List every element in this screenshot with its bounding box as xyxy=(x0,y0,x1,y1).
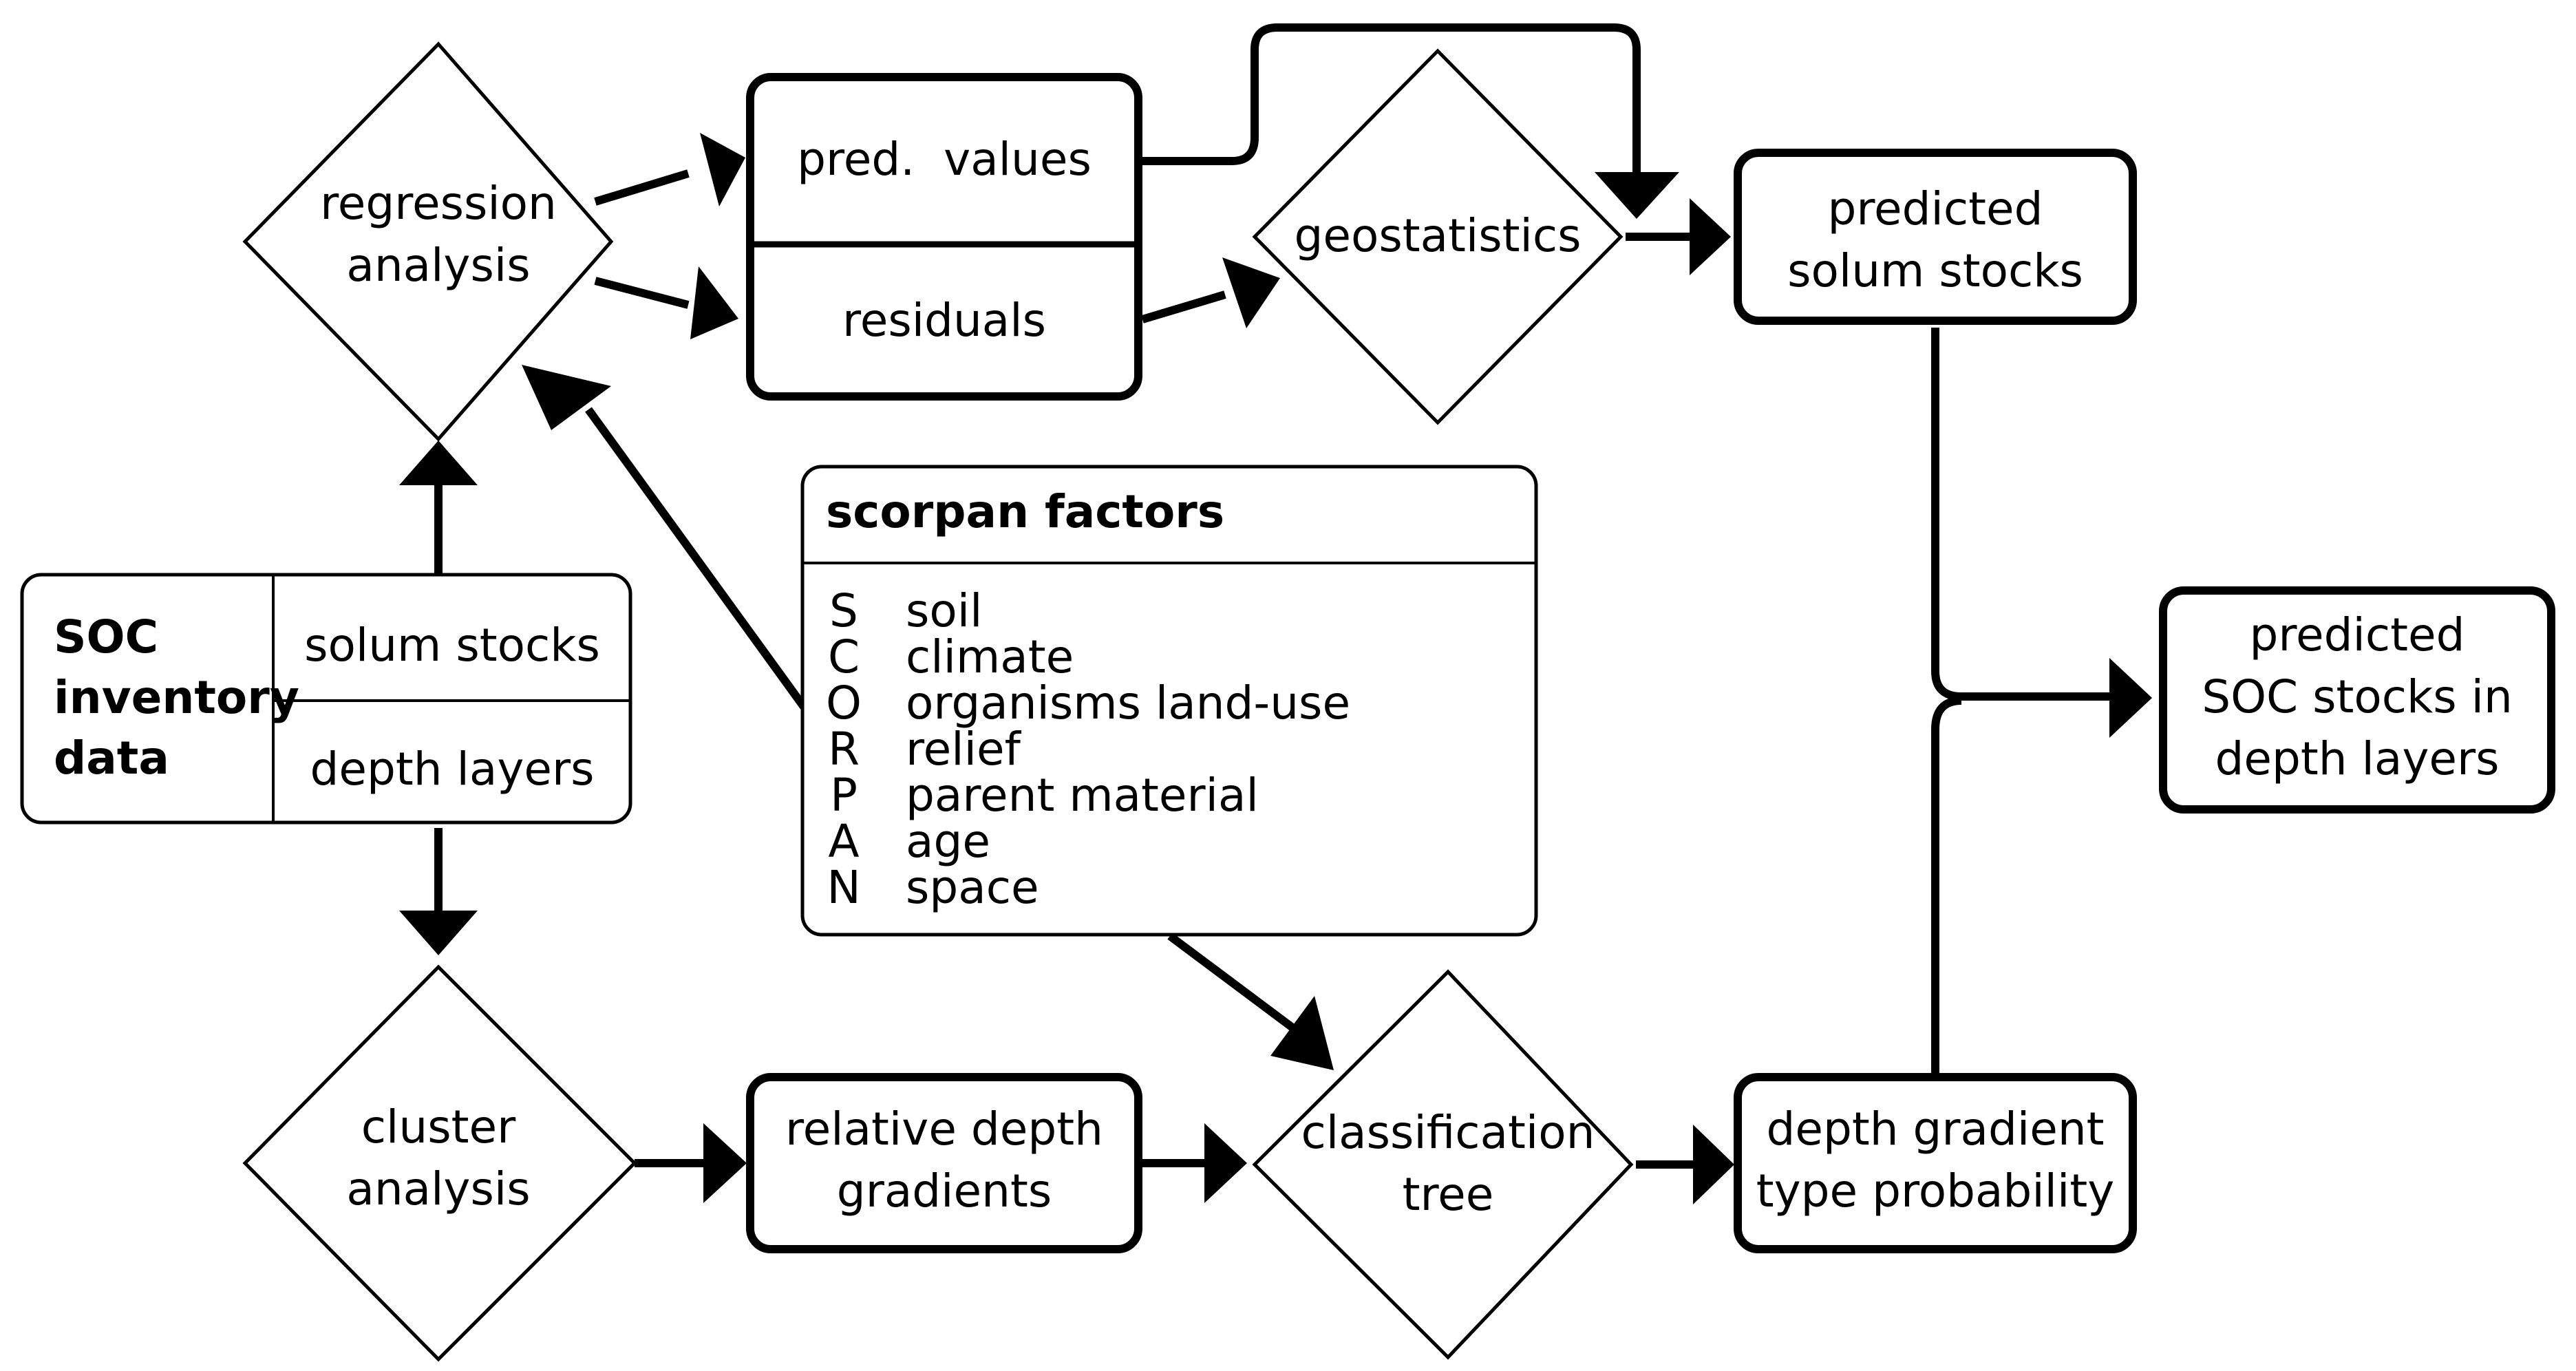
pred-residuals-node: pred. values residuals xyxy=(746,73,1142,401)
edge-pred-values-to-predicted-solum xyxy=(1142,23,1641,176)
arrowhead-scorpan-to-classification xyxy=(1270,996,1334,1070)
soc-inventory-title-line-2: inventory xyxy=(54,671,299,724)
arrowhead-pred-values-to-predicted-solum xyxy=(1595,172,1679,219)
classification-line-2: tree xyxy=(1403,1168,1494,1221)
predicted-soc-node: predicted SOC stocks in depth layers xyxy=(2159,586,2555,814)
classification-tree-node: classification tree xyxy=(1252,969,1634,1360)
geostatistics-label: geostatistics xyxy=(1294,209,1581,262)
relative-depth-gradients-node: relative depth gradients xyxy=(746,1073,1142,1253)
arrowhead-residuals-to-geostatistics xyxy=(1222,257,1280,328)
arrowhead-classification-to-depth-gradient xyxy=(1693,1125,1734,1204)
scorpan-letter-p: P xyxy=(830,769,858,822)
depth-gradient-line-2: type probability xyxy=(1756,1165,2115,1218)
soc-inventory-node: SOC inventory data solum stocks depth la… xyxy=(20,573,632,825)
edge-regression-to-residuals xyxy=(594,277,690,309)
predicted-solum-node: predicted solum stocks xyxy=(1734,149,2137,325)
arrowhead-cluster-to-relative-depth xyxy=(703,1123,747,1203)
edge-predicted-solum-to-predicted-soc xyxy=(1931,328,2109,701)
soc-inventory-title-line-1: SOC xyxy=(54,610,158,663)
scorpan-factor-climate: climate xyxy=(906,630,1074,683)
regression-line-2: analysis xyxy=(346,239,530,292)
edge-depth-gradient-to-predicted-soc xyxy=(1931,697,1962,1076)
edge-scorpan-to-classification xyxy=(1167,933,1303,1037)
predicted-soc-line-2: SOC stocks in xyxy=(2202,670,2513,723)
scorpan-list: S soil C climate O organisms land-use R … xyxy=(826,584,1350,914)
arrowhead-relative-depth-to-classification xyxy=(1204,1123,1247,1203)
predicted-soc-line-3: depth layers xyxy=(2215,732,2499,785)
arrowhead-scorpan-to-regression xyxy=(522,365,611,430)
scorpan-letter-s: S xyxy=(829,584,858,637)
arrowhead-geostatistics-to-predicted-solum xyxy=(1690,198,1731,275)
regression-line-1: regression xyxy=(320,177,557,230)
scorpan-factor-parent-material: parent material xyxy=(906,769,1259,822)
scorpan-factor-soil: soil xyxy=(906,584,982,637)
scorpan-letter-a: A xyxy=(828,815,859,868)
regression-analysis-node: regression analysis xyxy=(242,41,614,442)
predicted-soc-line-1: predicted xyxy=(2249,608,2465,661)
scorpan-factors-node: scorpan factors S soil C climate O organ… xyxy=(800,465,1538,937)
soc-inventory-title-line-3: data xyxy=(54,732,169,785)
cluster-line-2: analysis xyxy=(346,1162,530,1215)
relative-depth-line-1: relative depth xyxy=(785,1103,1103,1156)
soc-inventory-row-depth-layers: depth layers xyxy=(310,743,594,796)
cluster-line-1: cluster xyxy=(361,1101,516,1154)
predicted-solum-line-2: solum stocks xyxy=(1787,244,2083,297)
geostatistics-node: geostatistics xyxy=(1252,48,1624,425)
scorpan-letter-r: R xyxy=(828,723,860,776)
scorpan-letter-n: N xyxy=(827,861,860,914)
scorpan-factor-relief: relief xyxy=(906,723,1022,776)
arrowhead-regression-to-residuals xyxy=(690,266,738,339)
scorpan-letter-c: C xyxy=(828,630,860,683)
arrowhead-regression-to-pred-values xyxy=(700,133,745,206)
edges xyxy=(399,23,2152,1204)
scorpan-title: scorpan factors xyxy=(826,485,1224,538)
edge-scorpan-to-regression xyxy=(585,407,807,710)
depth-gradient-node: depth gradient type probability xyxy=(1734,1073,2137,1253)
scorpan-factor-age: age xyxy=(906,815,990,868)
arrowhead-soc-to-regression xyxy=(399,440,478,485)
residuals-label: residuals xyxy=(842,294,1046,347)
arrowhead-to-predicted-soc xyxy=(2109,658,2152,738)
cluster-analysis-node: cluster analysis xyxy=(242,964,637,1362)
soc-inventory-row-solum-stocks: solum stocks xyxy=(304,619,600,672)
scorpan-factor-organisms: organisms land-use xyxy=(906,677,1350,730)
pred-values-label: pred. values xyxy=(797,133,1092,186)
arrowhead-soc-to-cluster xyxy=(399,911,478,955)
relative-depth-line-2: gradients xyxy=(837,1165,1052,1218)
scorpan-factor-space: space xyxy=(906,861,1039,914)
edge-residuals-to-geostatistics xyxy=(1141,290,1226,323)
depth-gradient-line-1: depth gradient xyxy=(1766,1103,2104,1156)
edge-regression-to-pred-values xyxy=(594,169,690,206)
classification-line-1: classification xyxy=(1301,1106,1595,1159)
predicted-solum-line-1: predicted xyxy=(1827,182,2043,235)
scorpan-letter-o: O xyxy=(826,677,862,730)
